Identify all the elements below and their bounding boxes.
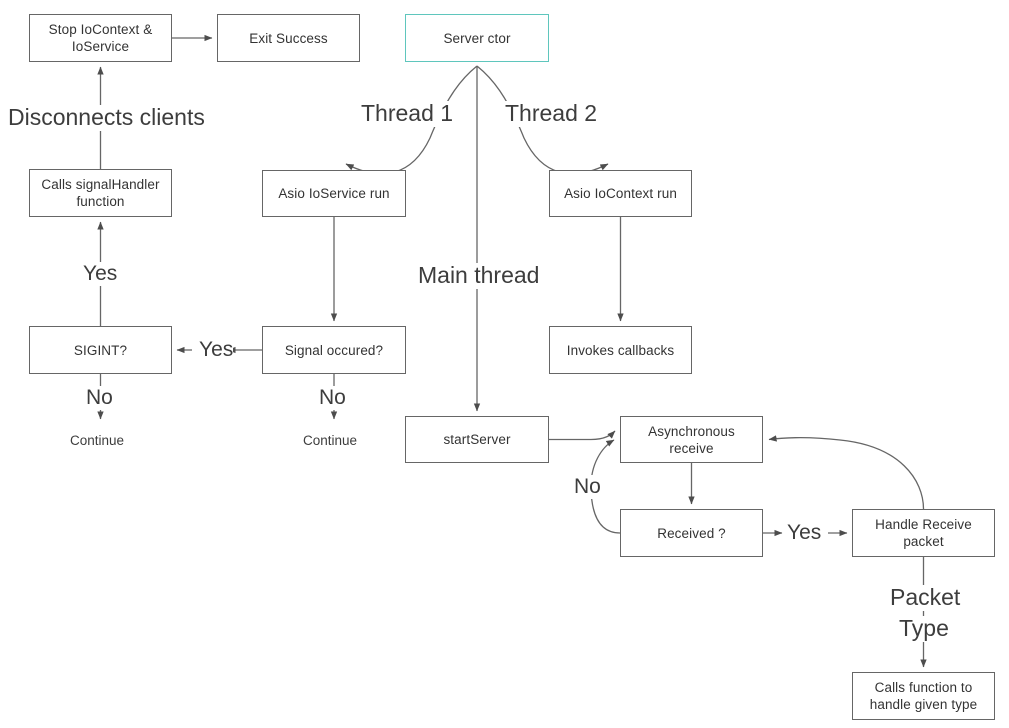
edge-label-thread-2: Thread 2 (505, 100, 598, 127)
edge-label-packet-type-line2: Type (899, 615, 949, 642)
edge-label-packet-type-line1: Packet (890, 584, 961, 611)
edge-label-yes-signal-occured: Yes (199, 338, 234, 362)
edge-label-main-thread: Main thread (418, 262, 540, 289)
edge-label-thread-1: Thread 1 (361, 100, 454, 127)
node-exit-success[interactable]: Exit Success (217, 14, 360, 62)
edge-label-yes-received: Yes (787, 521, 822, 545)
node-handle-receive-packet[interactable]: Handle Receive packet (852, 509, 995, 557)
node-invokes-callbacks[interactable]: Invokes callbacks (549, 326, 692, 374)
node-received[interactable]: Received ? (620, 509, 763, 557)
node-asynchronous-receive[interactable]: Asynchronous receive (620, 416, 763, 463)
edge-label-disconnects-clients: Disconnects clients (8, 104, 205, 131)
node-asio-iocontext-run[interactable]: Asio IoContext run (549, 170, 692, 217)
edge-label-yes-sigint: Yes (83, 262, 118, 286)
node-calls-signalhandler-function[interactable]: Calls signalHandler function (29, 169, 172, 217)
edge-label-continue-sigint: Continue (70, 433, 125, 449)
node-sigint[interactable]: SIGINT? (29, 326, 172, 374)
node-start-server[interactable]: startServer (405, 416, 549, 463)
edge-label-no-received: No (574, 475, 601, 499)
edge-handle-back-to-async (768, 435, 925, 510)
edge-startserver-to-async (549, 430, 616, 441)
node-server-ctor[interactable]: Server ctor (405, 14, 549, 62)
edge-label-no-sigint: No (86, 386, 113, 410)
node-asio-ioservice-run[interactable]: Asio IoService run (262, 170, 406, 217)
edge-label-no-signal-occured: No (319, 386, 346, 410)
node-stop-iocontext-ioservice[interactable]: Stop IoContext & IoService (29, 14, 172, 62)
node-calls-function-handle-given-type[interactable]: Calls function to handle given type (852, 672, 995, 720)
edge-label-continue-signal: Continue (303, 433, 358, 449)
node-signal-occured[interactable]: Signal occured? (262, 326, 406, 374)
